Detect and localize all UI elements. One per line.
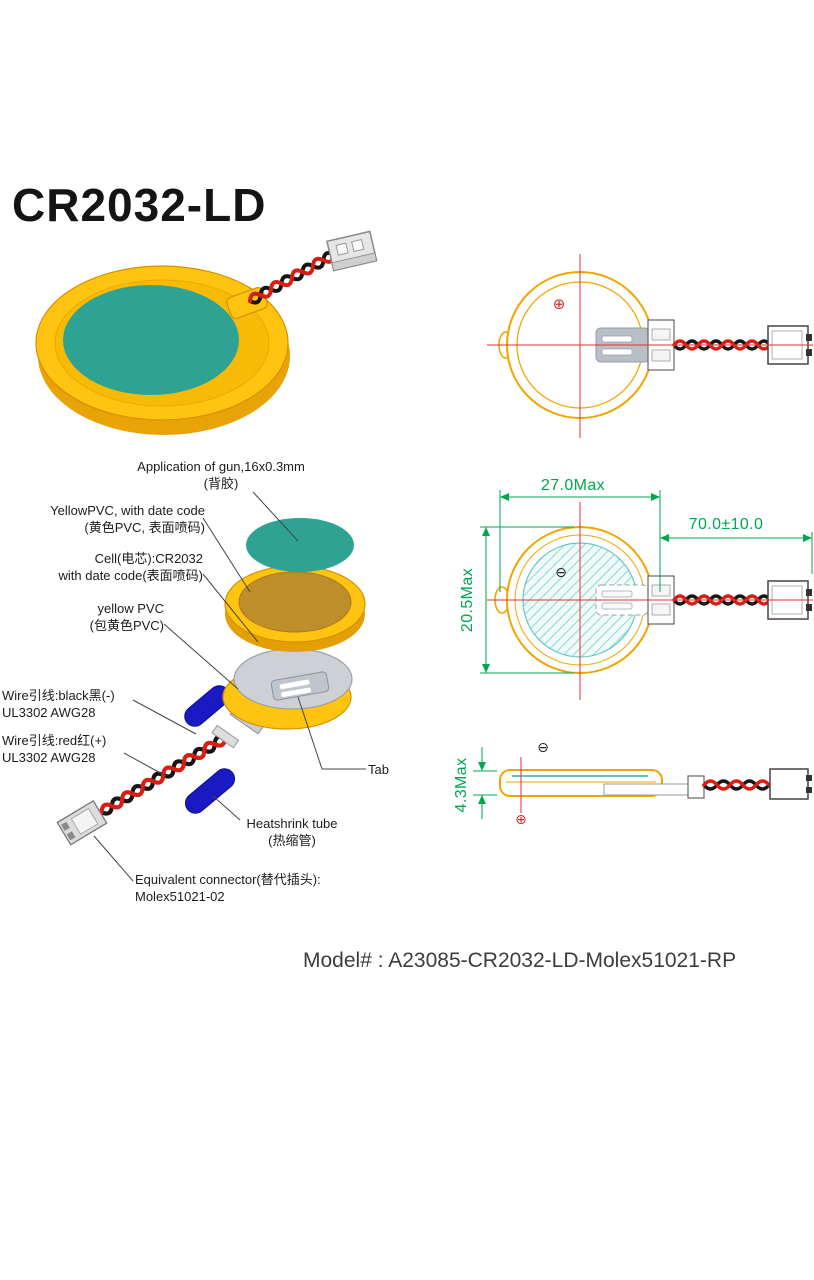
callout-line: Heatshrink tube — [246, 816, 338, 831]
callout-line: Wire引线:black黑(-) — [2, 688, 115, 703]
callout-cell: Cell(电芯):CR2032 with date code(表面喷码) — [0, 550, 204, 584]
callout-line: (包黄色PVC) — [89, 618, 164, 633]
page-title: CR2032-LD — [12, 179, 267, 231]
dimensioned-view: ⊖ — [487, 502, 813, 700]
cell-face — [238, 571, 352, 633]
iso-connector — [326, 230, 378, 272]
callout-line: Cell(电芯):CR2032 — [94, 551, 203, 566]
dimension-lines — [473, 490, 813, 819]
front-view: ⊕ — [487, 254, 813, 438]
adhesive-disc — [246, 518, 354, 572]
callout-wire-red: Wire引线:red红(+) UL3302 AWG28 — [2, 732, 147, 766]
negative-mark: ⊖ — [555, 564, 567, 580]
callout-wire-black: Wire引线:black黑(-) UL3302 AWG28 — [2, 687, 147, 721]
dim-overall-width: 27.0Max — [540, 477, 606, 494]
negative-mark: ⊖ — [537, 739, 549, 755]
positive-mark: ⊕ — [553, 296, 566, 313]
adhesive-pad — [63, 285, 239, 395]
positive-mark: ⊕ — [515, 811, 527, 827]
callout-line: Tab — [368, 762, 389, 777]
callout-line: yellow PVC — [97, 601, 164, 616]
callout-line: with date code(表面喷码) — [58, 568, 204, 583]
crimp-block — [687, 775, 705, 799]
side-view: ⊖ ⊕ — [499, 739, 812, 827]
callout-line: Molex51021-02 — [135, 889, 225, 904]
exploded-view — [56, 518, 366, 846]
dim-lead-length: 70.0±10.0 — [688, 516, 764, 533]
callout-line: UL3302 AWG28 — [2, 705, 96, 720]
callout-adhesive: Application of gun,16x0.3mm (背胶) — [105, 458, 337, 492]
callout-pvc-bottom: yellow PVC (包黄色PVC) — [0, 600, 164, 634]
leader-lines — [93, 491, 366, 882]
callout-tab: Tab — [368, 761, 418, 778]
metal-tab-side — [603, 783, 691, 796]
callout-line: (背胶) — [203, 476, 239, 491]
callout-line: (热缩管) — [268, 833, 316, 848]
iso-twisted-wires — [248, 250, 336, 305]
exploded-connector — [56, 799, 108, 846]
dim-thickness: 4.3Max — [453, 757, 470, 813]
heatshrink-tube-2 — [184, 768, 236, 814]
callout-line: YellowPVC, with date code — [50, 503, 205, 518]
callout-line: Equivalent connector(替代插头): — [135, 872, 321, 887]
callout-pvc-top: YellowPVC, with date code (黄色PVC, 表面喷码) — [0, 502, 205, 536]
callout-line: (黄色PVC, 表面喷码) — [84, 520, 205, 535]
callout-heatshrink: Heatshrink tube (热缩管) — [232, 815, 352, 849]
cell-tab — [270, 671, 330, 701]
model-number: Model# : A23085-CR2032-LD-Molex51021-RP — [303, 949, 737, 972]
dim-overall-height: 20.5Max — [459, 567, 476, 633]
iso-view — [35, 230, 378, 435]
twisted-wires — [702, 779, 771, 791]
callout-line: UL3302 AWG28 — [2, 750, 96, 765]
callout-line: Wire引线:red红(+) — [2, 733, 107, 748]
callout-line: Application of gun,16x0.3mm — [137, 459, 305, 474]
connector-housing — [769, 768, 812, 800]
callout-connector: Equivalent connector(替代插头): Molex51021-0… — [135, 871, 375, 905]
